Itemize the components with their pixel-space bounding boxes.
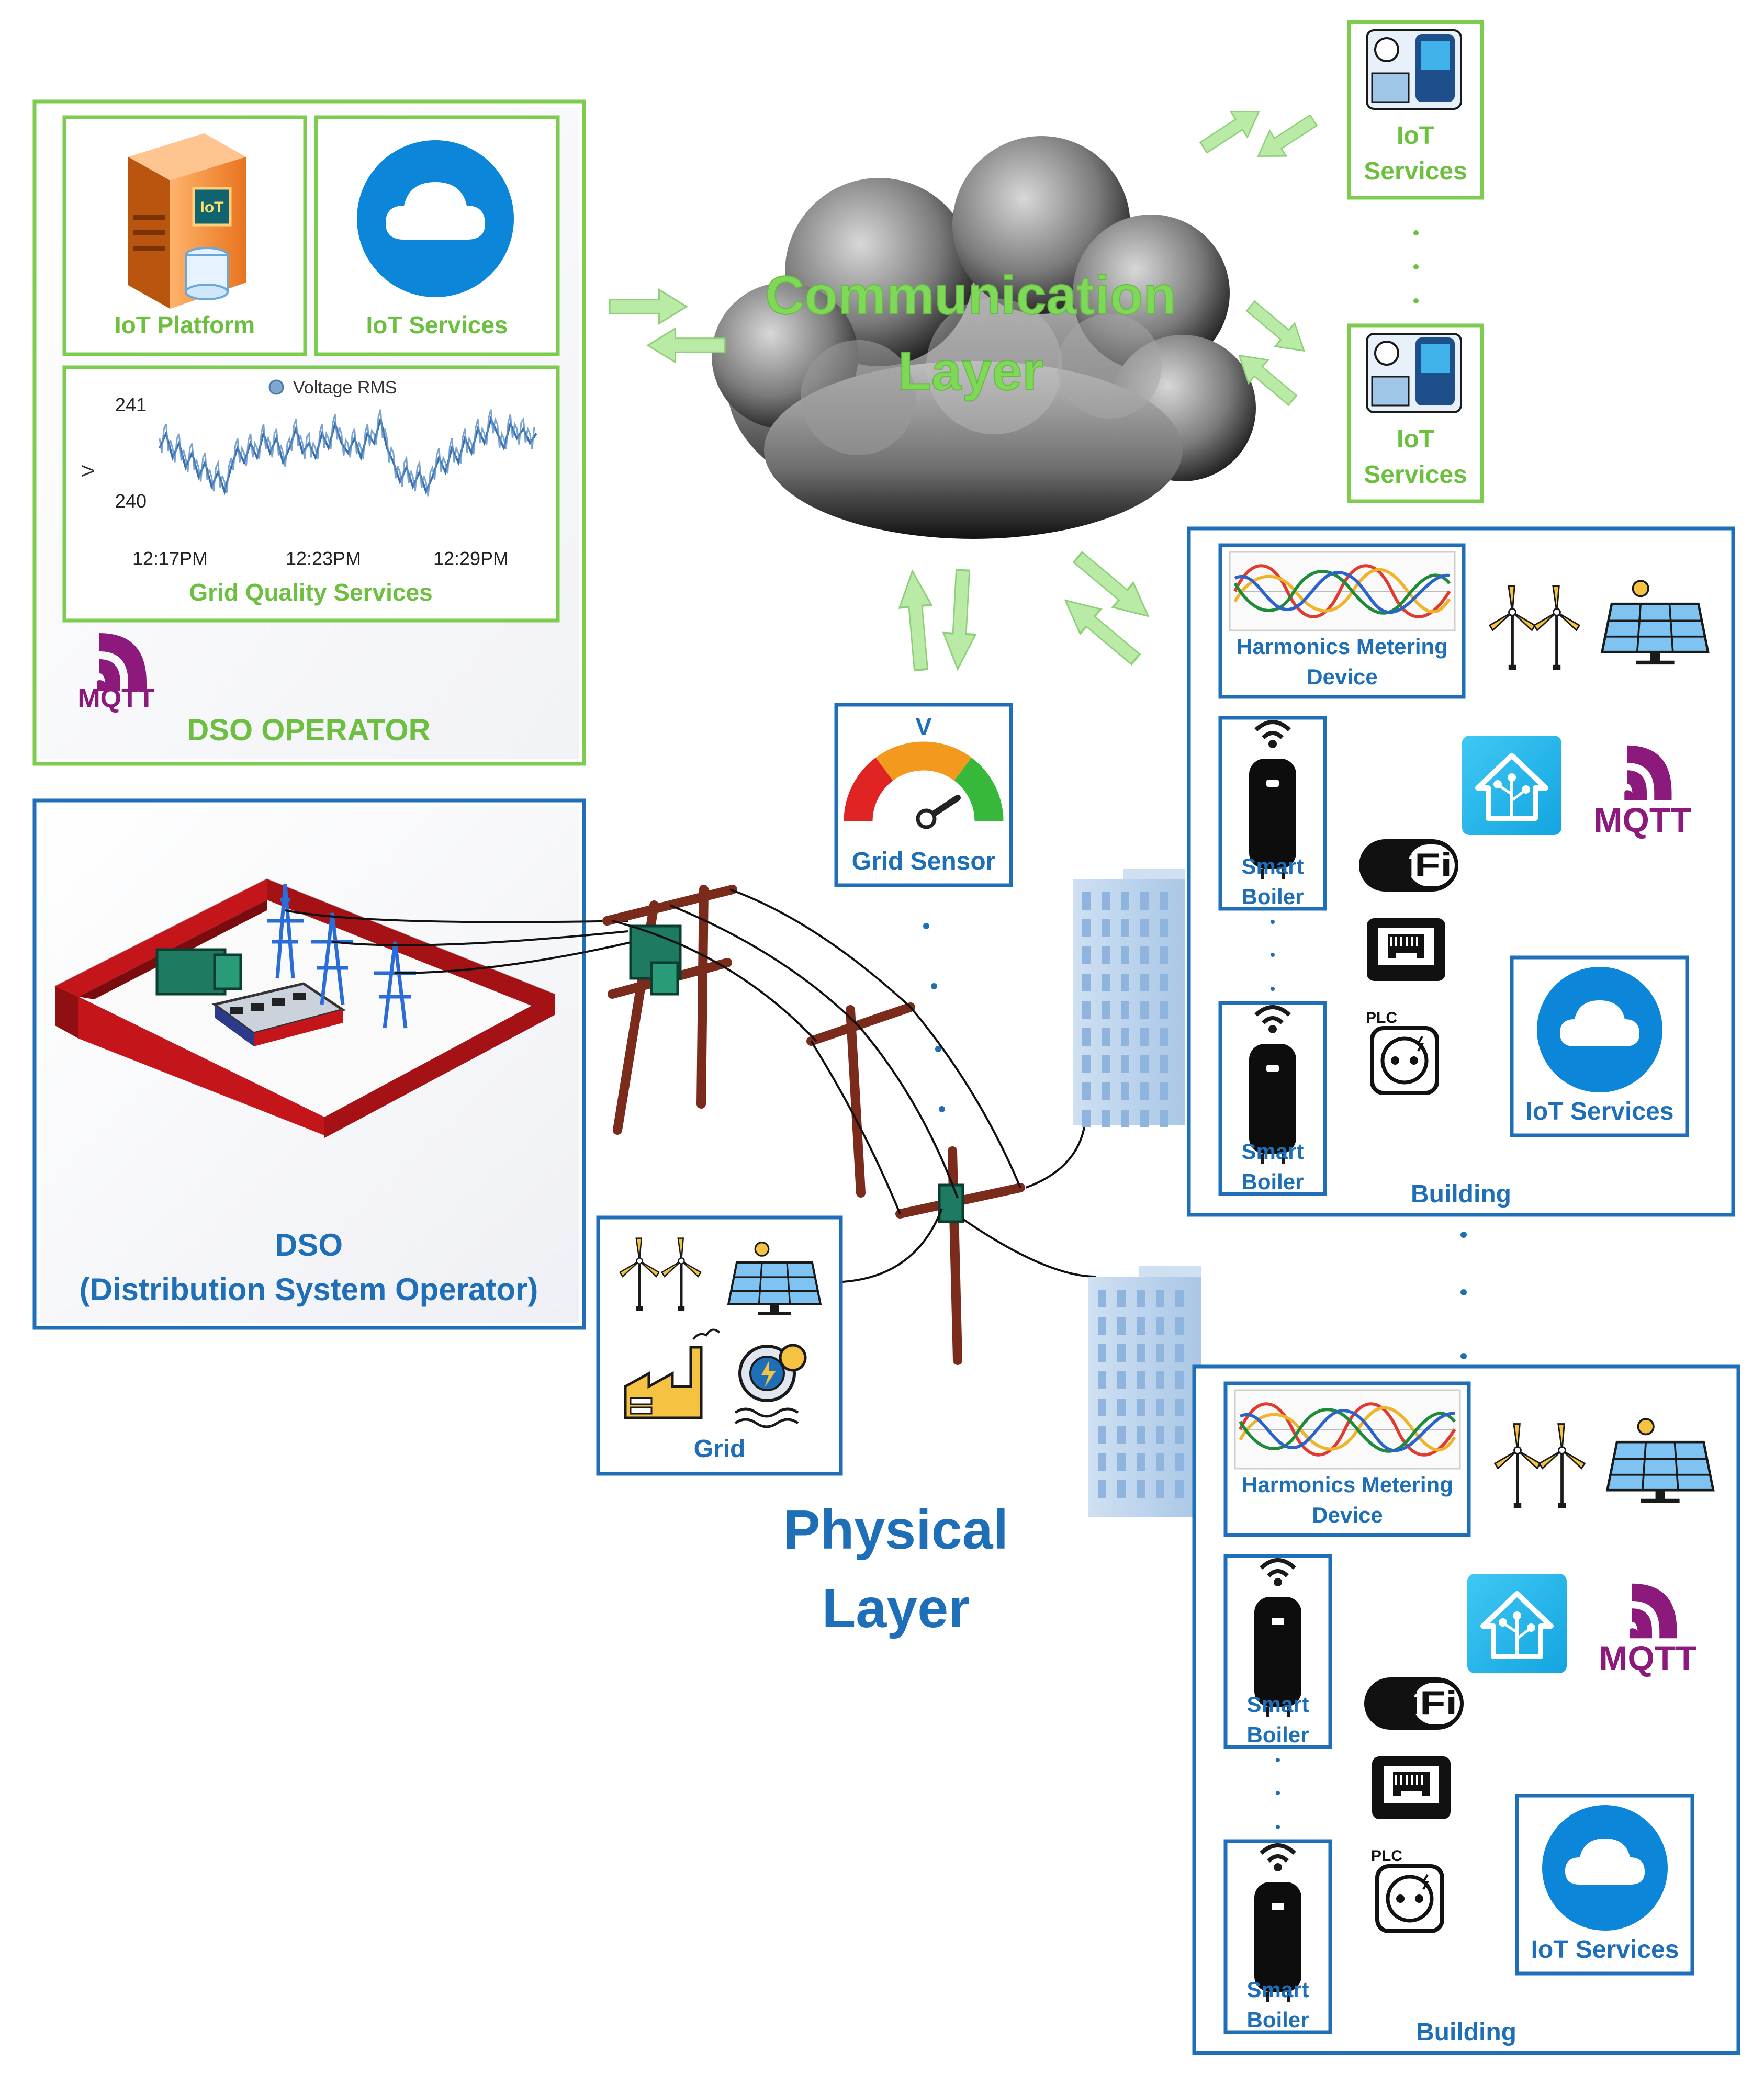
hydro-gear-icon: [734, 1344, 807, 1428]
smart-boiler-label-line1: Smart: [1246, 1692, 1309, 1717]
wifi-icon: WiFi: [1364, 1677, 1464, 1730]
power-poles: [602, 885, 1097, 1365]
communication-cloud: [712, 136, 1256, 539]
grid-label: Grid: [694, 1435, 746, 1463]
grid-quality-services-box: [62, 365, 560, 623]
voltage-chart: Voltage RMS V 241 240 12:17PM 12:23PM 12…: [78, 378, 537, 569]
plc-socket-icon: [1372, 1028, 1437, 1093]
smart-boiler-label-line2: Boiler: [1241, 1169, 1304, 1194]
iot-services-right-2-line1: IoT: [1397, 425, 1434, 453]
wifi-label: WiFi: [1363, 847, 1452, 883]
y-tick-label: 240: [115, 490, 147, 512]
ellipsis-buildings: [1460, 1232, 1467, 1359]
smart-boiler-box: [1223, 1839, 1332, 2034]
plc-socket-icon: [1377, 1866, 1442, 1931]
arrow-cloud-to-iot-services-2: [1240, 294, 1314, 363]
mqtt-label: MQTT: [1594, 800, 1692, 839]
ethernet-icon: [1366, 917, 1446, 982]
ellipsis-iot-services: [1413, 230, 1419, 303]
smart-boiler-label-line1: Smart: [1241, 854, 1304, 878]
iot-platform-label: IoT Platform: [115, 311, 255, 339]
substation-illustration: [53, 878, 634, 1138]
smart-boiler-label-line2: Boiler: [1241, 884, 1304, 909]
plc-label: PLC: [1371, 1847, 1402, 1865]
skyscraper-1: [1073, 869, 1185, 1127]
physical-layer-title-line1: Physical: [783, 1499, 1008, 1561]
harmonics-waveform-icon: [1235, 1390, 1460, 1469]
x-tick-label: 12:17PM: [132, 548, 208, 569]
iot-services-right-1: IoT Services: [1347, 20, 1484, 200]
mqtt-label: MQTT: [1599, 1639, 1697, 1677]
arrow-iot-services-1-to-cloud: [1249, 107, 1323, 170]
arrow-cloud-to-iot-services-1: [1194, 98, 1268, 161]
wifi-label: WiFi: [1368, 1685, 1457, 1721]
building-label: Building: [1416, 2018, 1516, 2046]
plc-label: PLC: [1366, 1009, 1397, 1027]
building-panel-2: Harmonics MeteringDeviceSmartBoilerSmart…: [1192, 1364, 1740, 2055]
iot-services-label: IoT Services: [1526, 1098, 1674, 1125]
grid-sensor-unit: V: [916, 713, 932, 740]
skyscraper-2: [1088, 1266, 1201, 1517]
legend-label: Voltage RMS: [293, 378, 397, 398]
iot-services-right-1-line1: IoT: [1397, 122, 1434, 150]
arrow-cloud-to-sensor: [942, 569, 979, 670]
legend-marker: [268, 379, 284, 395]
cloud-icon: [357, 140, 514, 297]
x-tick-label: 12:23PM: [286, 548, 361, 569]
dso-operator-panel: [32, 99, 586, 766]
harmonics-metering-label-line2: Device: [1307, 664, 1377, 689]
smart-boiler-label-line2: Boiler: [1246, 1722, 1309, 1747]
harmonics-metering-label-line2: Device: [1312, 1503, 1383, 1527]
arrow-dso-to-cloud: [609, 289, 688, 324]
mqtt-label: MQTT: [77, 683, 155, 714]
server-icon: IoT: [128, 133, 246, 309]
smart-boiler-label-line1: Smart: [1246, 1977, 1309, 2002]
harmonics-waveform-icon: [1230, 552, 1455, 630]
smart-boiler-label-line1: Smart: [1241, 1139, 1304, 1164]
x-tick-label: 12:29PM: [433, 548, 509, 569]
ellipsis-sensors: [923, 923, 945, 1112]
series-line-voltage-rms-detail: [159, 409, 535, 497]
home-assistant-icon: [1467, 1574, 1567, 1673]
harmonics-metering-label-line1: Harmonics Metering: [1237, 634, 1448, 659]
y-tick-label: 241: [115, 394, 147, 415]
iot-services-label-dso: IoT Services: [366, 311, 508, 339]
communication-layer-title-line1: Communication: [765, 265, 1176, 326]
server-badge: IoT: [200, 199, 224, 216]
grid-quality-services-label: Grid Quality Services: [189, 579, 432, 606]
building-label: Building: [1411, 1180, 1511, 1208]
grid-sensor-label: Grid Sensor: [852, 848, 996, 875]
dso-operator-title: DSO OPERATOR: [187, 713, 430, 747]
home-assistant-icon: [1462, 736, 1561, 835]
ethernet-icon: [1371, 1755, 1452, 1820]
cloud-icon: [1537, 967, 1662, 1092]
cloud-icon: [1542, 1805, 1668, 1931]
iot-services-right-1-line2: Services: [1364, 157, 1467, 185]
wifi-icon: WiFi: [1359, 839, 1458, 892]
dso-label-line2: (Distribution System Operator): [80, 1272, 538, 1307]
grid-box: Grid: [596, 1215, 843, 1476]
iot-services-label: IoT Services: [1531, 1936, 1679, 1964]
arrow-sensor-to-cloud: [896, 570, 937, 671]
communication-layer-title-line2: Layer: [898, 341, 1043, 402]
building-panel-1: Harmonics MeteringDeviceSmartBoilerSmart…: [1187, 526, 1735, 1217]
physical-layer-title-line2: Layer: [822, 1577, 970, 1639]
iot-services-right-2-line2: Services: [1364, 461, 1467, 489]
harmonics-metering-label-line1: Harmonics Metering: [1242, 1472, 1453, 1497]
grid-sensor: V Grid Sensor: [834, 703, 1013, 887]
y-axis-label: V: [78, 465, 98, 477]
iot-services-right-2: IoT Services: [1347, 323, 1484, 503]
dso-label-line1: DSO: [275, 1227, 343, 1262]
smart-boiler-label-line2: Boiler: [1246, 2008, 1309, 2032]
factory-icon: [624, 1328, 721, 1419]
